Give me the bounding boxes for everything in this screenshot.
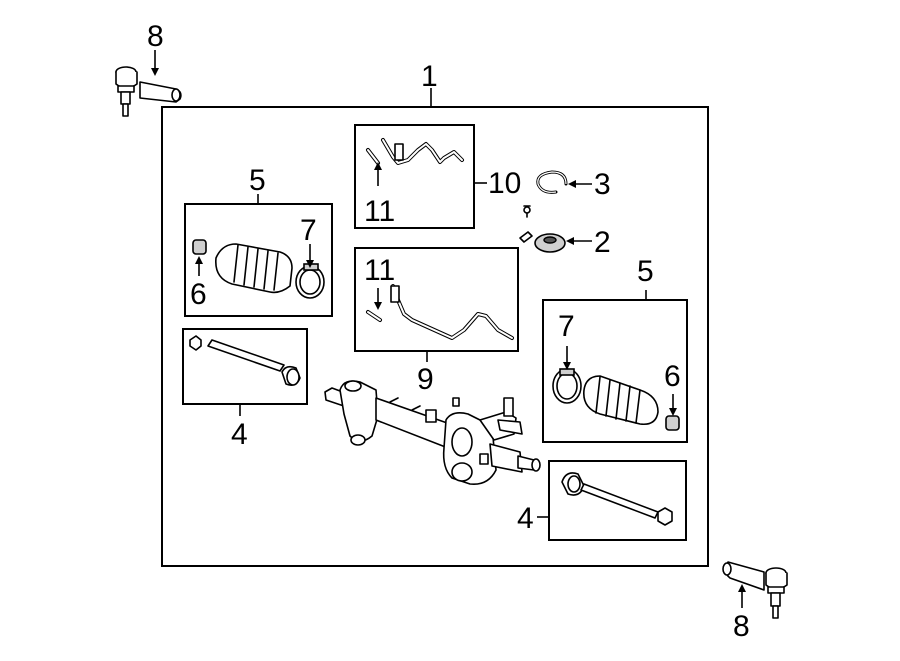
return-line-box: [354, 247, 519, 352]
inner-tie-rod-right-box: [548, 460, 687, 541]
inner-tie-rod-left: [189, 335, 301, 386]
callout-7-right: 7: [558, 310, 575, 343]
callout-5-right: 5: [637, 255, 654, 288]
clamp-right: [552, 368, 582, 404]
callout-6-right: 6: [664, 360, 681, 393]
callout-5-left: 5: [249, 164, 266, 197]
boot-kit-right-box: [542, 299, 688, 443]
snap-ring: [536, 170, 568, 194]
pressure-line-box: [354, 124, 475, 229]
callout-9: 9: [417, 363, 434, 396]
inner-tie-rod-right: [561, 472, 673, 526]
callout-8-bottom: 8: [733, 610, 750, 643]
callout-11-top: 11: [364, 195, 395, 228]
callout-7-left: 7: [300, 214, 317, 247]
clamp-small-left: [192, 239, 207, 255]
callout-4-left: 4: [231, 418, 248, 451]
outer-tie-rod-end-top: [115, 66, 182, 117]
callout-11-mid: 11: [364, 254, 395, 287]
callout-8-top: 8: [147, 20, 164, 53]
rack-and-pinion-housing: [324, 380, 541, 486]
callout-3: 3: [594, 168, 611, 201]
boot-right: [583, 375, 659, 426]
callout-6-left: 6: [190, 278, 207, 311]
outer-tie-rod-end-bottom: [722, 561, 788, 619]
return-line: [366, 284, 514, 340]
callout-1: 1: [421, 60, 438, 93]
callout-4-right: 4: [517, 502, 534, 535]
callout-2: 2: [594, 226, 611, 259]
boot-left: [215, 243, 293, 294]
assembly-frame: [161, 106, 709, 567]
inner-tie-rod-left-box: [182, 328, 308, 405]
callout-10: 10: [488, 167, 521, 200]
adjuster-plug: [519, 205, 566, 253]
clamp-small-right: [665, 415, 680, 431]
pressure-line: [366, 138, 464, 165]
clamp-left: [295, 263, 325, 299]
